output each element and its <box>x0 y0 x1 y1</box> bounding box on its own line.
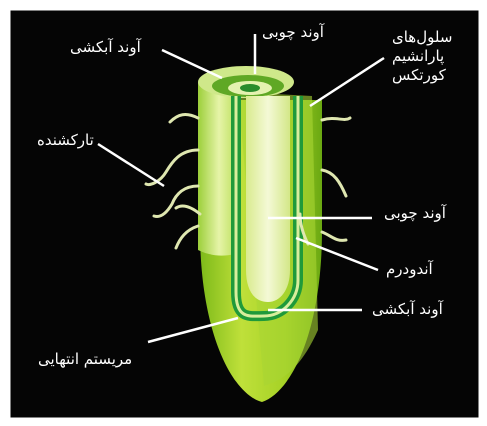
label-root-hair: تارکشنده <box>37 131 94 149</box>
label-parenchyma-1: سلول‌های <box>392 28 452 46</box>
label-parenchyma-3: کورتکس <box>392 66 446 84</box>
label-meristem: مریستم انتهایی <box>38 350 132 368</box>
label-parenchyma-2: پارانشیم <box>392 47 444 65</box>
label-phloem-mid: آوند آبکشی <box>372 300 443 318</box>
xylem-core <box>246 96 290 302</box>
label-phloem-top: آوند آبکشی <box>70 38 141 56</box>
label-xylem-top: آوند چوبی <box>262 23 324 41</box>
label-xylem-mid: آوند چوبی <box>384 204 446 222</box>
label-endodermis: آندودرم <box>386 260 433 278</box>
xylem-core-top <box>240 84 260 92</box>
